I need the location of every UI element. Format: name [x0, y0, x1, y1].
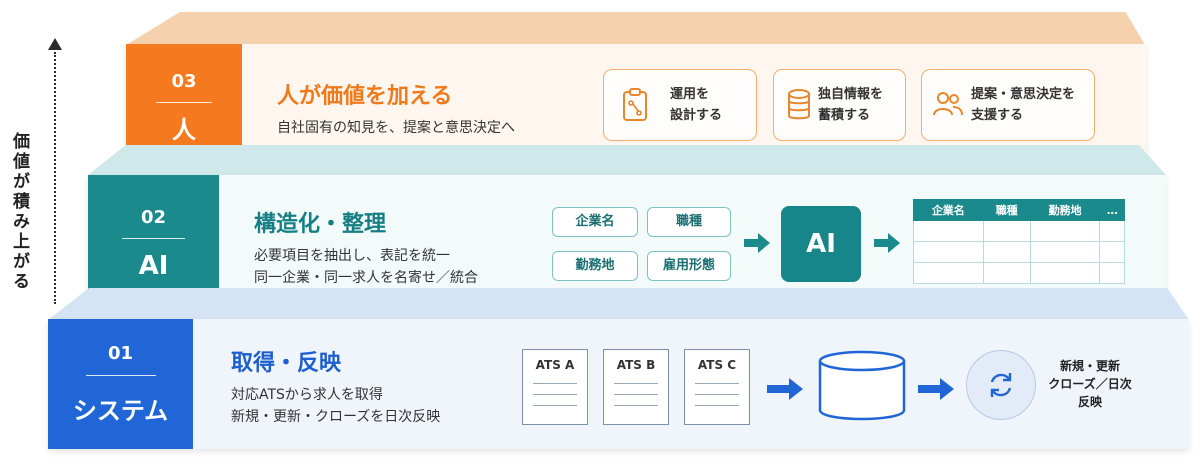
layer1-badge: 01 システム [48, 319, 193, 449]
axis-label: 価値が積み上がる [9, 132, 29, 292]
ats-document-icon: ATS C [684, 349, 750, 425]
field-pill: 雇用形態 [647, 251, 731, 281]
table-row [913, 220, 1125, 242]
field-pill: 職種 [647, 207, 731, 237]
layer1-top-face [48, 288, 1189, 320]
arrow-right-icon [918, 378, 954, 400]
layer3-name: 人 [172, 116, 196, 144]
layer2-badge-divider [122, 238, 185, 239]
refresh-icon [990, 373, 1012, 397]
layer3-badge: 03 人 [126, 44, 242, 164]
arrow-right-icon [874, 233, 900, 253]
table-header: 企業名 [913, 199, 984, 221]
card-label-line2: 蓄積する [818, 108, 871, 123]
card-decision-support: 提案・意思決定を 支援する [921, 69, 1095, 141]
axis-arrowhead-icon [48, 38, 62, 50]
layer1-name: システム [72, 397, 169, 425]
card-store-info: 独自情報を 蓄積する [773, 69, 906, 141]
layer2-badge: 02 AI [88, 175, 219, 307]
update-note-line3: 反映 [1077, 395, 1102, 409]
layer2-name: AI [138, 251, 169, 281]
layer2-top-face [88, 145, 1166, 175]
layer1-description-line2: 新規・更新・クローズを日次反映 [231, 409, 441, 425]
layer2-title: 構造化・整理 [254, 212, 387, 237]
ai-processor-box: AI [781, 206, 861, 282]
sync-circle [966, 350, 1036, 420]
field-pill: 勤務地 [552, 251, 638, 281]
update-note: 新規・更新 クローズ／日次 反映 [1042, 357, 1138, 411]
card-label-line1: 提案・意思決定を [971, 87, 1076, 102]
layer1-description-line1: 対応ATSから求人を取得 [231, 387, 383, 403]
card-label-line1: 運用を [670, 87, 710, 102]
update-note-line2: クローズ／日次 [1048, 377, 1132, 391]
clipboard-icon [623, 88, 647, 121]
layer2-description-line1: 必要項目を抽出し、表記を統一 [254, 248, 450, 264]
layer1-badge-divider [86, 375, 156, 376]
layer3-badge-divider [156, 102, 212, 103]
field-pill: 企業名 [552, 207, 638, 237]
layer1-number: 01 [107, 343, 134, 364]
table-row [913, 262, 1125, 284]
table-header: 職種 [982, 199, 1031, 221]
card-label-line2: 支援する [971, 108, 1024, 123]
structured-table: 企業名 職種 勤務地 … [913, 199, 1125, 284]
ats-document-icon: ATS B [603, 349, 669, 425]
card-operation-design: 運用を 設計する [603, 69, 757, 141]
layer2-number: 02 [140, 207, 167, 228]
layer2-description-line2: 同一企業・同一求人を名寄せ／統合 [254, 270, 478, 286]
table-header: 勤務地 [1029, 199, 1101, 221]
value-axis-line [54, 52, 56, 304]
layer1-title: 取得・反映 [231, 351, 342, 376]
layer3-description: 自社固有の知見を、提案と意思決定へ [277, 120, 515, 136]
ats-document-icon: ATS A [522, 349, 588, 425]
update-note-line1: 新規・更新 [1059, 359, 1120, 373]
database-icon [818, 350, 906, 426]
arrow-right-icon [744, 233, 770, 253]
layer3-top-face [126, 12, 1145, 45]
layer3-number: 03 [171, 71, 197, 92]
arrow-right-icon [767, 378, 803, 400]
table-header: … [1099, 199, 1125, 221]
card-label-line2: 設計する [670, 108, 723, 123]
ats-source-label: ATS B [616, 358, 656, 372]
layer3-title: 人が価値を加える [277, 84, 453, 109]
table-row [913, 241, 1125, 263]
card-label-line1: 独自情報を [818, 87, 884, 102]
ats-source-label: ATS C [697, 358, 737, 372]
database-icon [788, 89, 810, 120]
ats-source-label: ATS A [535, 358, 575, 372]
users-icon [933, 92, 963, 116]
